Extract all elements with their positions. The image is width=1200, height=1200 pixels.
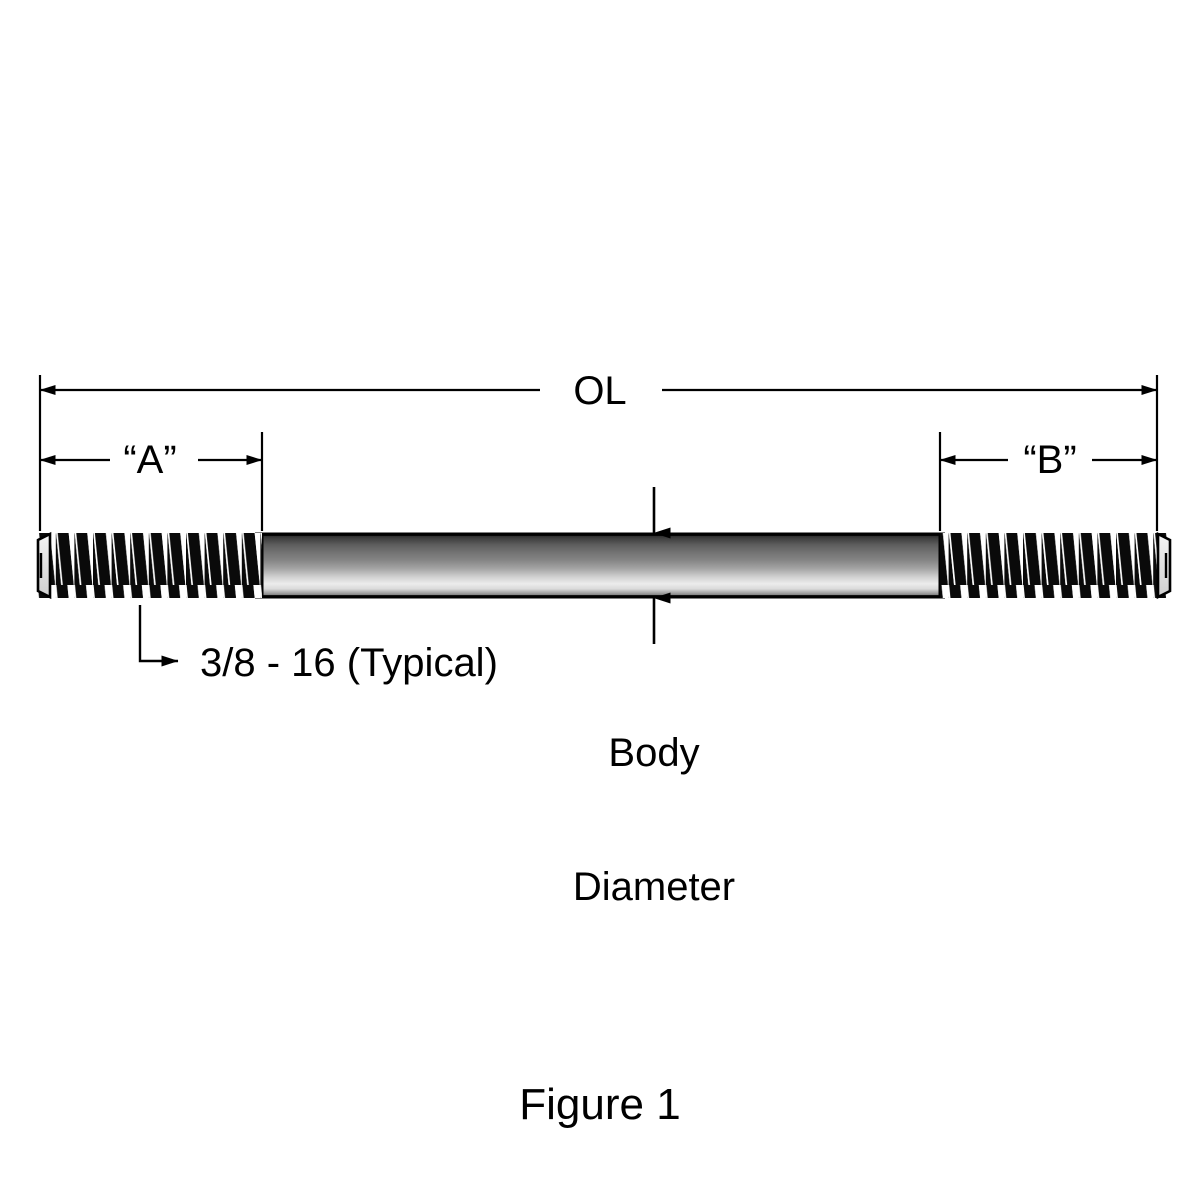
thread-spec-callout: 3/8 - 16 (Typical) (200, 641, 498, 685)
stud-threads-right (940, 531, 1172, 600)
stud-body (255, 532, 945, 599)
overall-length-label: OL (573, 369, 627, 413)
thread-a-label: “A” (123, 438, 177, 482)
body-diameter-line-2: Diameter (572, 864, 736, 909)
body-diameter-line-1: Body (608, 730, 700, 775)
stud-threads-left (36, 531, 262, 600)
thread-callout-leader (138, 605, 179, 667)
stud-left-chamfer (36, 531, 52, 600)
stud-right-chamfer (1156, 531, 1172, 600)
figure-caption: Figure 1 (519, 1080, 681, 1129)
extension-lines (38, 375, 1159, 531)
thread-b-label: “B” (1023, 438, 1077, 482)
stud-graphic (36, 531, 1172, 600)
body-diameter-callout: Body Diameter (454, 641, 854, 999)
